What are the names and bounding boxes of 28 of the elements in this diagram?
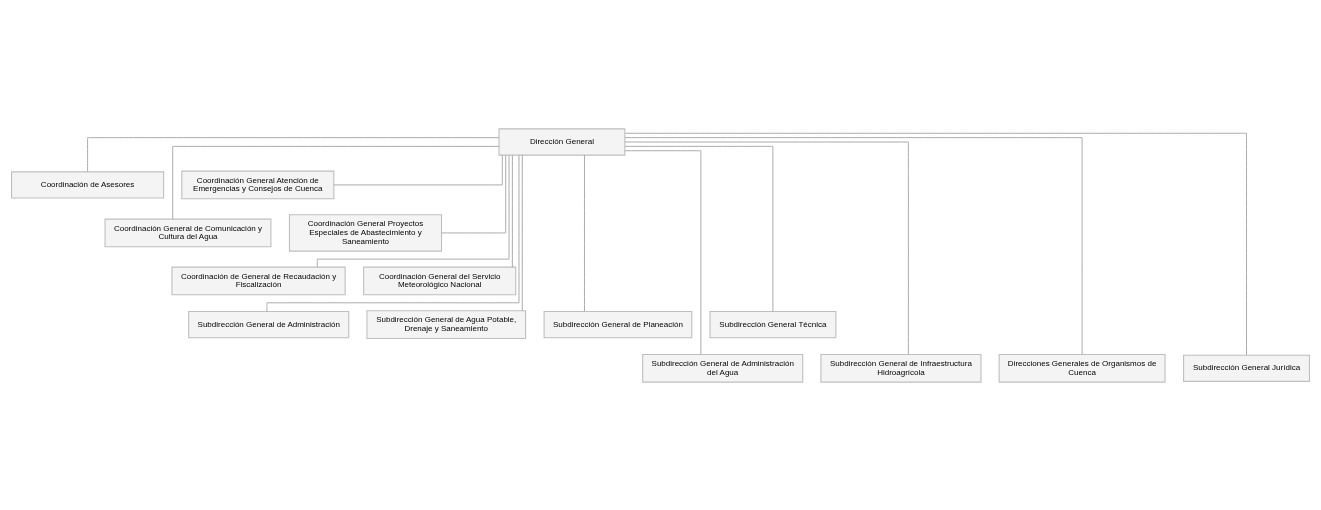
node-box: Subdirección General de Agua Potable, Drenaje y Saneamiento [366,309,527,339]
node-box: Dirección General [498,127,626,156]
connector [333,154,503,185]
node-box: Subdirección General de Administración [188,310,350,338]
connector [87,136,500,172]
node-box: Coordinación de General de Recaudación y Fiscalización [171,266,346,295]
connector [624,132,1247,355]
connector [584,154,585,312]
node-box: Subdirección General de Infraestructura Hidroagrícola [820,353,982,383]
node-box: Subdirección General Técnica [709,310,837,338]
connector [441,154,507,233]
connector [624,141,909,355]
node-box: Coordinación General Proyectos Especiales de Abastecimiento y Saneamiento [288,213,443,252]
node-box: Coordinación General del Servicio Meteorológico Nacional [363,266,517,295]
node-box: Subdirección General Jurídica [1183,354,1310,382]
connector [511,154,513,268]
connector [624,145,774,312]
connector [521,154,523,311]
node-box: Subdirección General de Planeación [543,310,693,338]
connector [624,149,702,355]
node-box: Direcciones Generales de Organismos de Cuenca [998,353,1166,383]
node-box: Coordinación de Asesores [11,170,165,199]
connector [316,154,510,267]
node-box: Coordinación General Atención de Emergencias y Consejos de Cuenca [181,170,335,199]
node-box: Coordinación General de Comunicación y Cultura del Agua [104,218,272,247]
node-box: Subdirección General de Administración del Agua [642,353,804,383]
connector [172,145,500,219]
connector [624,136,1083,355]
